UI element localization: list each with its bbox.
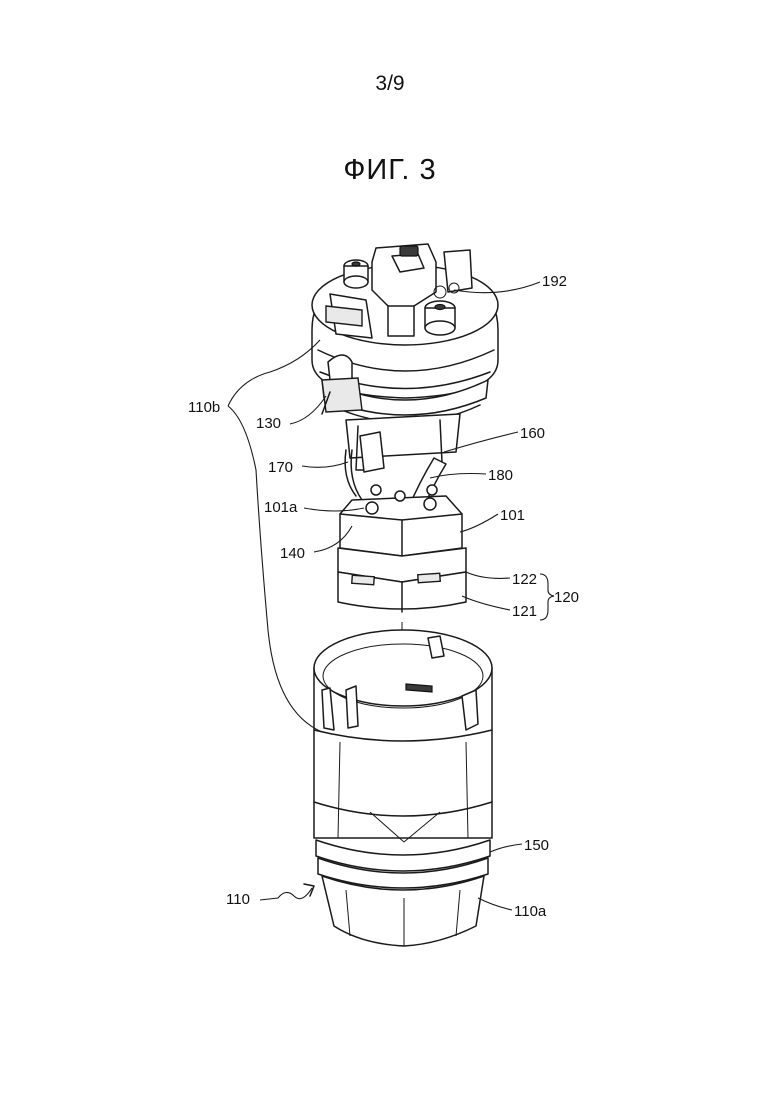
label-110b: 110b (188, 399, 220, 416)
terminal-block-101 (340, 485, 462, 556)
label-121: 121 (512, 603, 537, 620)
connector-120 (338, 548, 466, 612)
label-110a: 110a (514, 903, 547, 920)
label-120: 120 (554, 589, 579, 606)
label-180: 180 (488, 467, 513, 484)
label-101a: 101a (264, 499, 298, 516)
label-101: 101 (500, 507, 525, 524)
label-130: 130 (256, 415, 281, 432)
label-110: 110 (226, 891, 250, 908)
label-140: 140 (280, 545, 305, 562)
seal-ring-150 (316, 840, 490, 888)
label-160: 160 (520, 425, 545, 442)
label-122: 122 (512, 571, 537, 588)
label-192: 192 (542, 273, 567, 290)
label-150: 150 (524, 837, 549, 854)
cup-housing-110 (314, 630, 492, 842)
label-170: 170 (268, 459, 293, 476)
